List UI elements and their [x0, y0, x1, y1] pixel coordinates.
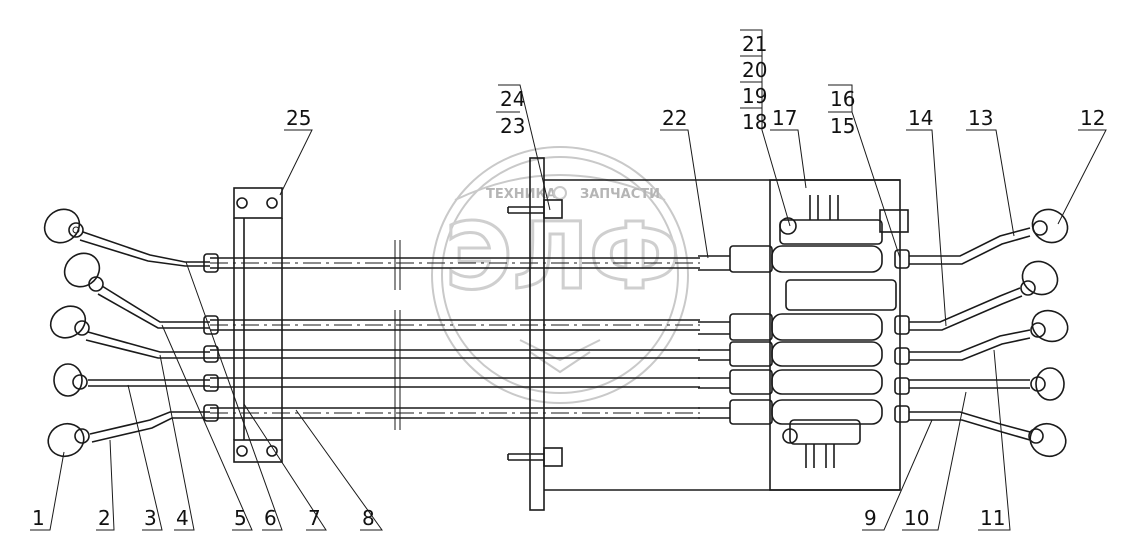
label-21: 21 — [742, 32, 767, 56]
leader-lines — [30, 29, 1107, 531]
label-4: 4 — [176, 506, 189, 530]
label-1: 1 — [32, 506, 45, 530]
watermark: ТЕХНИКА ЗАПЧАСТИ ЭЛФ — [431, 146, 689, 404]
label-8: 8 — [362, 506, 375, 530]
label-18: 18 — [742, 110, 767, 134]
label-24: 24 — [500, 87, 525, 111]
label-5: 5 — [234, 506, 247, 530]
label-20: 20 — [742, 58, 767, 82]
right-levers — [909, 208, 1069, 458]
label-2: 2 — [98, 506, 111, 530]
label-23: 23 — [500, 114, 525, 138]
label-6: 6 — [264, 506, 277, 530]
bottom-labels: 1 2 3 4 5 6 7 8 9 10 11 — [32, 506, 1005, 530]
label-25: 25 — [286, 106, 311, 130]
label-19: 19 — [742, 84, 767, 108]
watermark-top-right: ЗАПЧАСТИ — [580, 187, 660, 202]
watermark-logo: ЭЛФ — [445, 203, 680, 310]
label-22: 22 — [662, 106, 687, 130]
label-10: 10 — [904, 506, 929, 530]
label-15: 15 — [830, 114, 855, 138]
watermark-top-left: ТЕХНИКА — [486, 187, 556, 202]
label-16: 16 — [830, 87, 855, 111]
label-7: 7 — [308, 506, 321, 530]
label-17: 17 — [772, 106, 797, 130]
label-14: 14 — [908, 106, 933, 130]
label-3: 3 — [144, 506, 157, 530]
left-levers — [43, 208, 210, 458]
label-11: 11 — [980, 506, 1005, 530]
label-12: 12 — [1080, 106, 1105, 130]
control-rods — [203, 240, 700, 430]
valve-block — [698, 179, 910, 491]
top-labels: 25 24 23 22 21 20 19 18 17 16 15 14 13 1… — [286, 32, 1105, 138]
label-9: 9 — [864, 506, 877, 530]
label-13: 13 — [968, 106, 993, 130]
